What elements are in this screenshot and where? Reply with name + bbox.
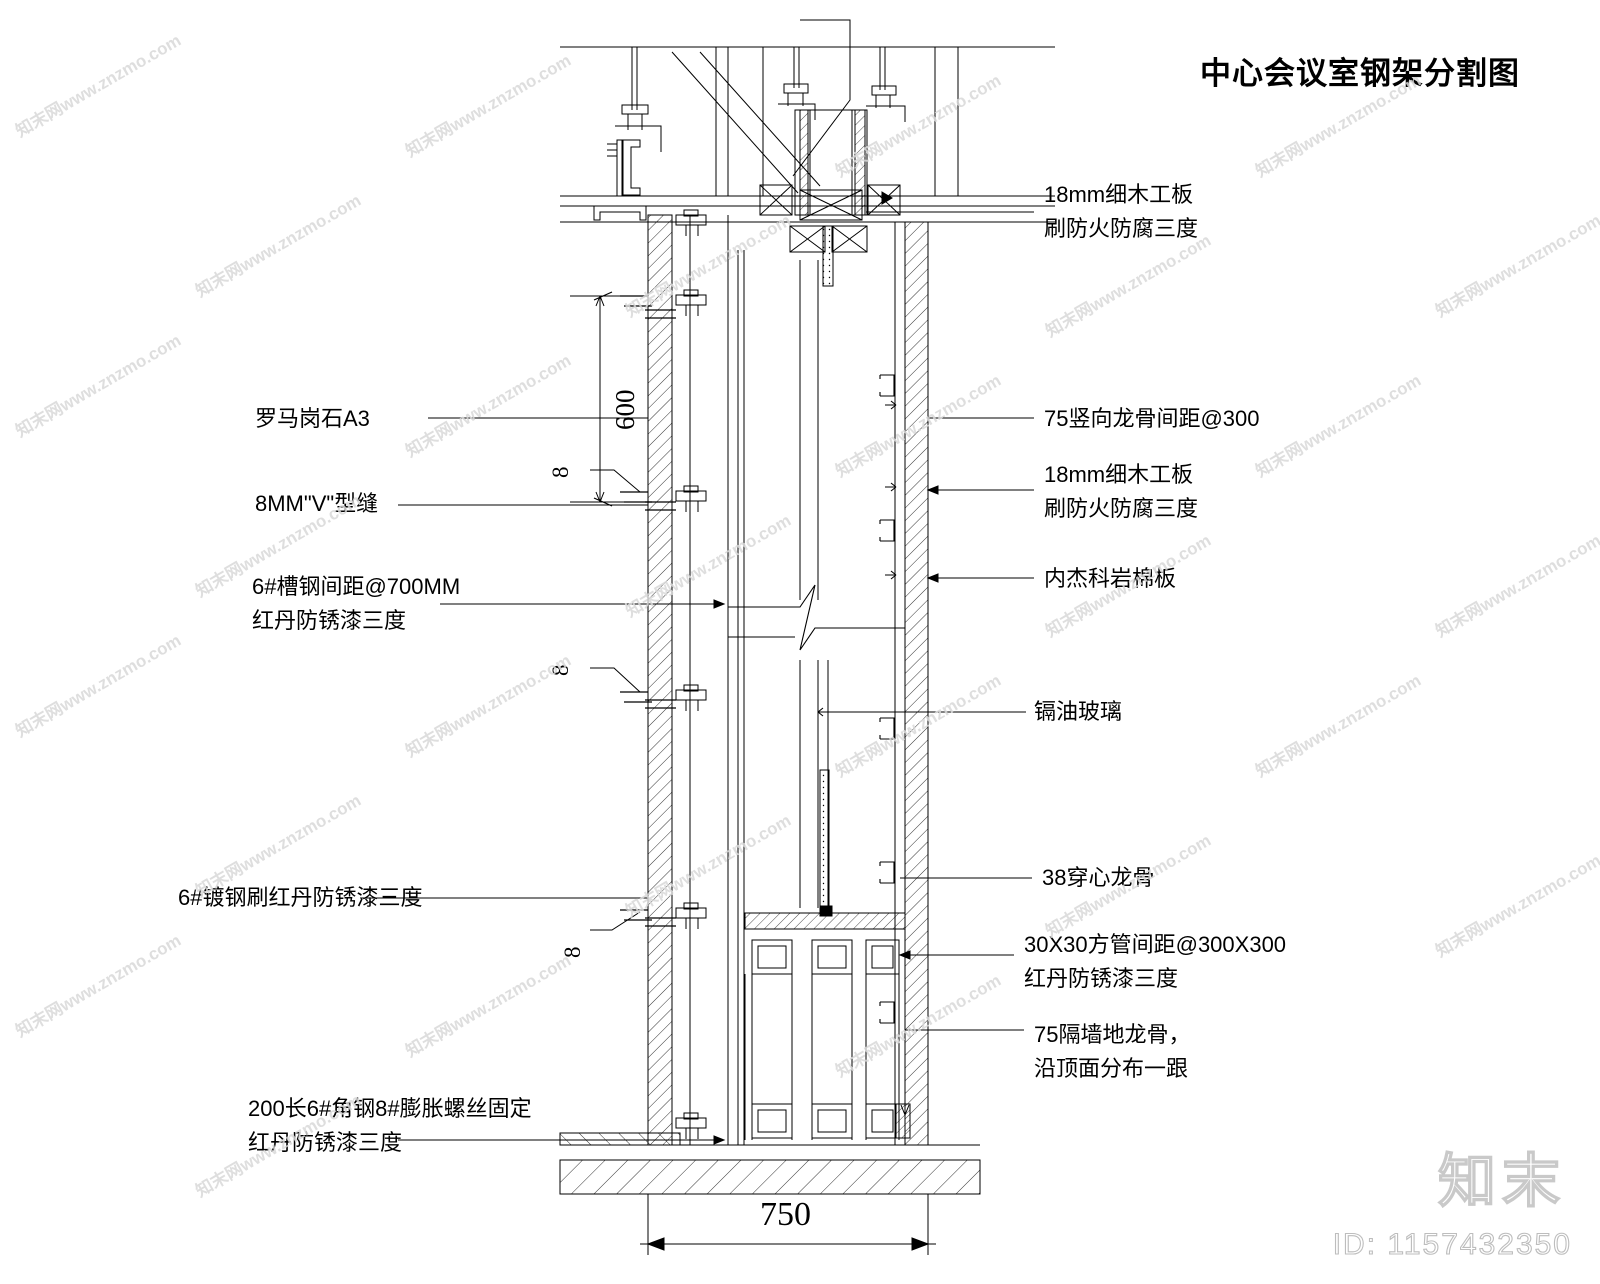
note-line: 18mm细木工板	[1044, 182, 1194, 207]
note-cadmium-glass: 镉油玻璃	[1034, 695, 1122, 729]
note-line: 刷防火防腐三度	[1044, 496, 1199, 521]
note-blockboard-top: 18mm细木工板 刷防火防腐三度	[1044, 178, 1198, 246]
note-line: 内杰科岩棉板	[1044, 566, 1177, 591]
note-line: 6#镀钢刷红丹防锈漆三度	[178, 885, 423, 910]
site-logo: 知末	[1437, 1148, 1566, 1214]
note-angle-anchor: 200长6#角钢8#膨胀螺丝固定 红丹防锈漆三度	[248, 1092, 532, 1160]
drawing-id: ID: 1157432350	[1332, 1227, 1572, 1261]
note-plated-steel: 6#镀钢刷红丹防锈漆三度	[178, 881, 422, 915]
note-rockwool-board: 内杰科岩棉板	[1044, 562, 1176, 596]
note-line: 6#槽钢间距@700MM	[252, 574, 461, 599]
sheet-title: 中心会议室钢架分割图	[1200, 56, 1520, 91]
note-floor-keel: 75隔墙地龙骨， 沿顶面分布一跟	[1034, 1018, 1190, 1086]
note-line: 38穿心龙骨	[1042, 865, 1155, 890]
note-line: 镉油玻璃	[1034, 699, 1123, 724]
note-channel-steel: 6#槽钢间距@700MM 红丹防锈漆三度	[252, 570, 460, 638]
note-line: 红丹防锈漆三度	[1024, 966, 1179, 991]
note-line: 8MM"V"型缝	[255, 491, 379, 516]
dimension-joint-a: 8	[548, 466, 573, 479]
note-v-joint: 8MM"V"型缝	[255, 487, 378, 521]
note-through-keel: 38穿心龙骨	[1042, 861, 1154, 895]
dimension-joint-c: 8	[560, 946, 585, 959]
note-square-tube: 30X30方管间距@300X300 红丹防锈漆三度	[1024, 928, 1286, 996]
note-line: 30X30方管间距@300X300	[1024, 932, 1287, 957]
note-line: 75隔墙地龙骨，	[1034, 1022, 1191, 1047]
note-line: 18mm细木工板	[1044, 462, 1194, 487]
note-line: 刷防火防腐三度	[1044, 216, 1199, 241]
note-line: 红丹防锈漆三度	[248, 1130, 403, 1155]
note-line: 罗马岗石A3	[255, 406, 370, 431]
dimension-joint-b: 8	[548, 664, 573, 677]
note-line: 沿顶面分布一跟	[1034, 1056, 1189, 1081]
note-line: 红丹防锈漆三度	[252, 608, 407, 633]
note-vertical-keel: 75竖向龙骨间距@300	[1044, 402, 1260, 436]
dimension-module-height: 600	[610, 389, 640, 431]
note-line: 75竖向龙骨间距@300	[1044, 406, 1260, 431]
note-line: 200长6#角钢8#膨胀螺丝固定	[248, 1096, 532, 1121]
note-blockboard-wall: 18mm细木工板 刷防火防腐三度	[1044, 458, 1198, 526]
note-stone-panel: 罗马岗石A3	[255, 402, 370, 436]
dimension-overall-width: 750	[760, 1196, 811, 1233]
